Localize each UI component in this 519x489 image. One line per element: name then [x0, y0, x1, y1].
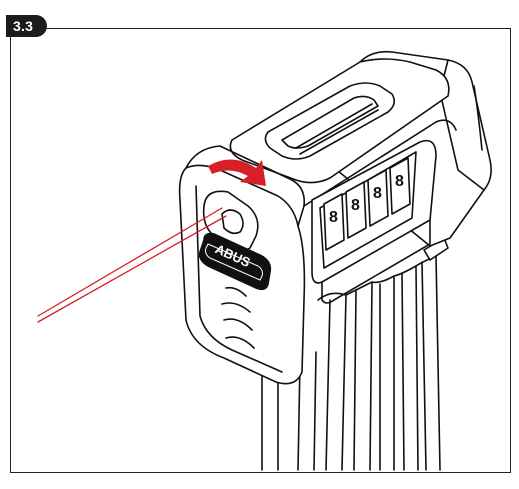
step-number-badge: 3.3	[6, 15, 48, 37]
code-dial-1: 8	[323, 193, 345, 251]
svg-text:8: 8	[373, 185, 382, 202]
svg-text:8: 8	[351, 197, 360, 214]
svg-text:8: 8	[395, 173, 404, 190]
folding-bars	[261, 237, 449, 471]
lock-housing	[185, 50, 492, 247]
code-dial-3: 8	[367, 169, 389, 227]
pointer-lines	[37, 207, 227, 323]
combination-dial-window: 8 8 8 8	[311, 139, 437, 304]
front-cap: ABUS	[178, 164, 306, 385]
abus-logo: ABUS	[198, 232, 272, 291]
code-dial-2: 8	[345, 181, 367, 239]
rotate-arrow-icon	[208, 159, 266, 186]
diagram-frame	[10, 28, 511, 473]
svg-text:8: 8	[329, 209, 338, 226]
code-dial-4: 8	[389, 157, 411, 215]
